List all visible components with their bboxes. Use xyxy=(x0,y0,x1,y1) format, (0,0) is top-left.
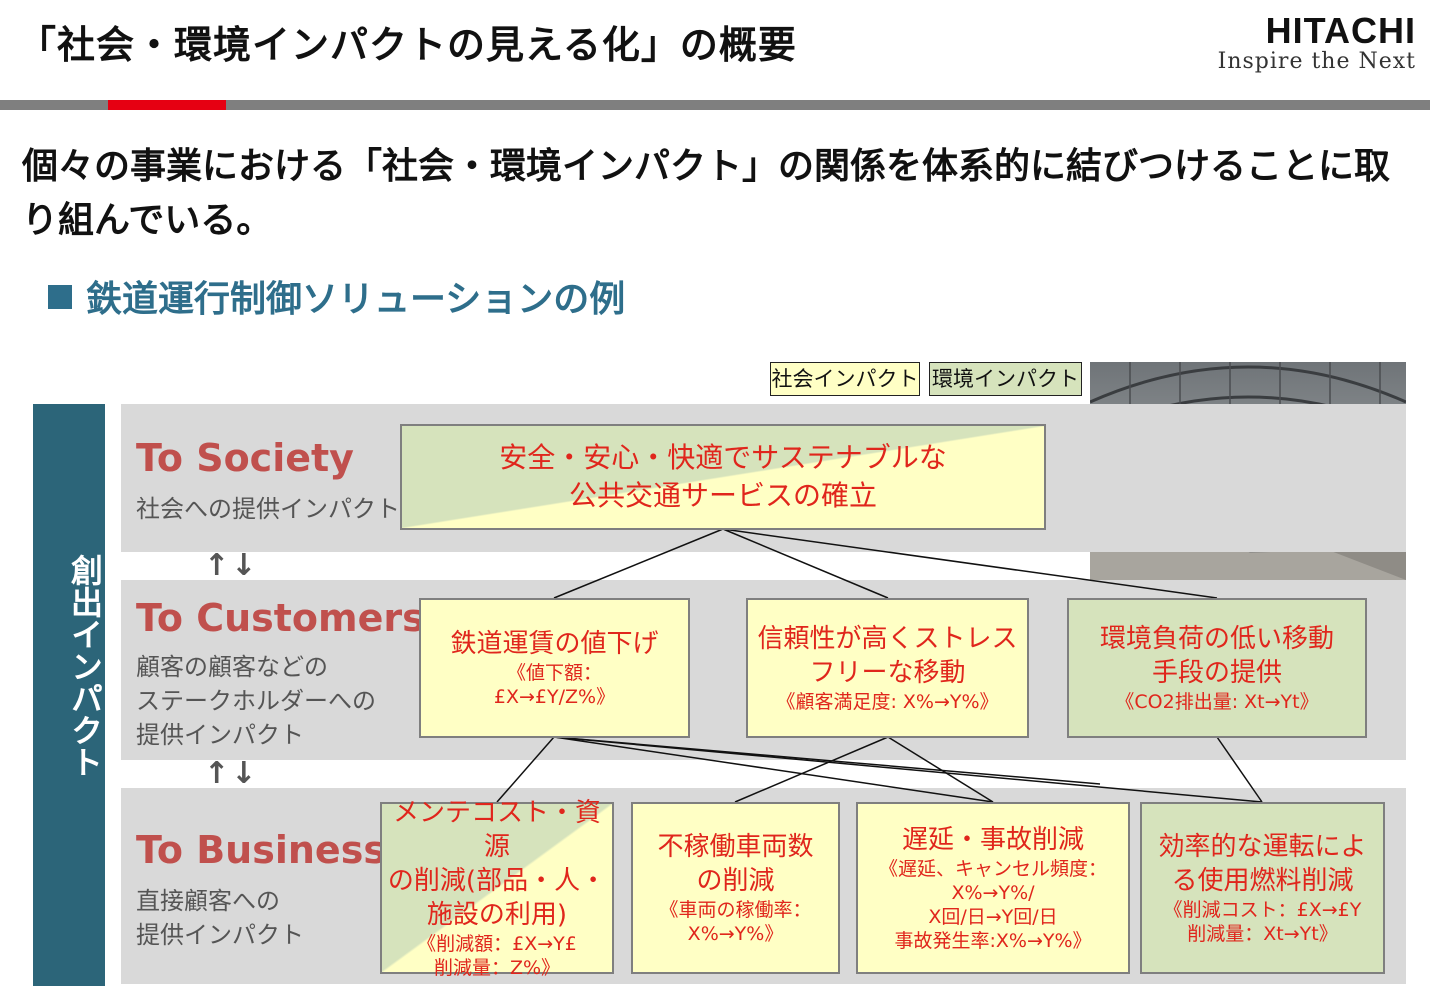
node-kpi: 《値下額： xyxy=(507,661,602,685)
node-line: 信頼性が高くストレス xyxy=(757,622,1017,656)
node-kpi: X回/日→Y回/日 xyxy=(928,905,1057,929)
node-low-impact-transport: 環境負荷の低い移動 手段の提供 《CO2排出量: Xt→Yt》 xyxy=(1067,598,1367,738)
node-line: る使用燃料削減 xyxy=(1171,864,1353,898)
node-society-goal: 安全・安心・快適でサステナブルな 公共交通サービスの確立 xyxy=(400,424,1046,530)
node-line: 施設の利用) xyxy=(427,898,567,932)
node-line: 鉄道運賃の値下げ xyxy=(450,627,658,661)
node-kpi: 削減量：Xt→Yt》 xyxy=(1187,922,1337,946)
node-fare-reduction: 鉄道運賃の値下げ 《値下額： £X→£Y/Z%》 xyxy=(419,598,690,738)
node-kpi: £X→£Y/Z%》 xyxy=(494,685,615,709)
node-kpi: 事故発生率:X%→Y%》 xyxy=(894,929,1091,953)
link-line xyxy=(554,529,723,598)
node-kpi: 《車両の稼働率： xyxy=(659,898,811,922)
node-kpi: 《削減コスト：£X→£Y xyxy=(1164,898,1362,922)
node-kpi: X%→Y%/ xyxy=(951,881,1034,905)
node-kpi: 《CO2排出量: Xt→Yt》 xyxy=(1115,690,1318,714)
node-line: フリーな移動 xyxy=(809,656,965,690)
link-line xyxy=(735,737,888,802)
node-line: の削減 xyxy=(696,864,774,898)
node-fuel-reduction: 効率的な運転によ る使用燃料削減 《削減コスト：£X→£Y 削減量：Xt→Yt》 xyxy=(1140,802,1385,974)
node-line: 環境負荷の低い移動 xyxy=(1100,622,1334,656)
node-kpi: 《顧客満足度: X%→Y%》 xyxy=(776,690,998,714)
node-line: 不稼働車両数 xyxy=(657,830,813,864)
link-line xyxy=(497,737,554,802)
node-line: の削減(部品・人・ xyxy=(388,864,606,898)
node-kpi: X%→Y%》 xyxy=(688,922,784,946)
node-maintenance-cost: メンテコスト・資源 の削減(部品・人・ 施設の利用) 《削減額：£X→Y£ 削減… xyxy=(380,802,614,974)
node-kpi: 削減量：Z%》 xyxy=(434,956,560,980)
node-line: 安全・安心・快適でサステナブルな xyxy=(499,439,946,477)
node-idle-vehicles: 不稼働車両数 の削減 《車両の稼働率： X%→Y%》 xyxy=(631,802,840,974)
node-delay-accident: 遅延・事故削減 《遅延、キャンセル頻度： X%→Y%/ X回/日→Y回/日 事故… xyxy=(856,802,1130,974)
node-kpi: 《遅延、キャンセル頻度： xyxy=(879,857,1107,881)
link-line xyxy=(723,529,888,598)
node-reliable-travel: 信頼性が高くストレス フリーな移動 《顧客満足度: X%→Y%》 xyxy=(746,598,1029,738)
node-line: メンテコスト・資源 xyxy=(382,796,612,864)
node-line: 遅延・事故削減 xyxy=(902,823,1084,857)
node-line: 手段の提供 xyxy=(1152,656,1282,690)
node-line: 公共交通サービスの確立 xyxy=(569,477,877,515)
node-line: 効率的な運転によ xyxy=(1158,830,1366,864)
node-kpi: 《削減額：£X→Y£ xyxy=(417,932,577,956)
link-line xyxy=(1217,737,1262,802)
link-line xyxy=(723,529,1217,598)
